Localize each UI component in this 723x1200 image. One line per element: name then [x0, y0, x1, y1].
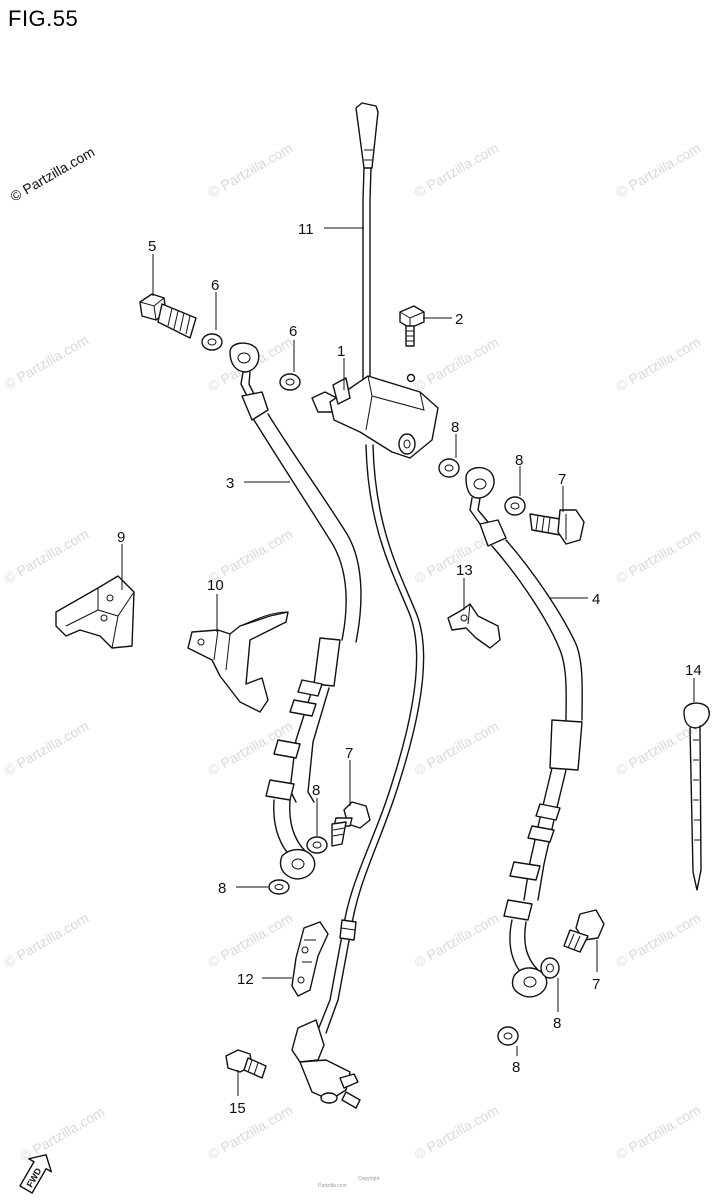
watermark-tile: © Partzilla.com: [614, 140, 704, 201]
callout-15: 15: [229, 1100, 246, 1117]
callout-8: 8: [515, 452, 523, 469]
callout-5: 5: [148, 238, 156, 255]
figure-title: FIG.55: [8, 6, 79, 31]
footer-line-2: Partzilla.com: [318, 1183, 347, 1189]
callout-10: 10: [207, 577, 224, 594]
callout-2: 2: [455, 311, 463, 328]
callout-7: 7: [345, 745, 353, 762]
callout-1: 1: [337, 343, 345, 360]
brake-cable-part-11: [291, 102, 425, 1109]
leader-lines: [121, 227, 695, 1096]
watermark-tile: © Partzilla.com: [2, 718, 92, 779]
watermark-tile: © Partzilla.com: [2, 526, 92, 587]
watermark-tile: © Partzilla.com: [206, 1102, 296, 1163]
footer: Copyright Partzilla.com: [318, 1176, 380, 1189]
callout-11: 11: [298, 221, 314, 238]
brake-hose-part-3: [229, 342, 362, 880]
callout-8: 8: [218, 880, 226, 897]
bracket-part-9: [55, 575, 135, 649]
callout-4: 4: [592, 591, 600, 608]
callout-13: 13: [456, 562, 473, 579]
watermark-tile: © Partzilla.com: [412, 718, 502, 779]
footer-line-1: Copyright: [358, 1176, 380, 1182]
bolt-part-15: [225, 1049, 267, 1079]
watermark-tile: © Partzilla.com: [614, 910, 704, 971]
callout-7: 7: [592, 976, 600, 993]
watermark-tile: © Partzilla.com: [206, 910, 296, 971]
washers: [201, 333, 560, 1046]
watermark-tile: © Partzilla.com: [412, 334, 502, 395]
bolt-part-2: [399, 305, 425, 347]
watermark-tile: © Partzilla.com: [2, 910, 92, 971]
clamp-part-10: [187, 611, 289, 713]
watermark-tile: © Partzilla.com: [412, 910, 502, 971]
watermark-tile: © Partzilla.com: [18, 1104, 108, 1165]
bolts-part-7: [331, 509, 605, 953]
callout-8: 8: [553, 1015, 561, 1032]
callout-14: 14: [685, 662, 702, 679]
watermark-main: © Partzilla.com: [8, 144, 98, 205]
callout-9: 9: [117, 529, 125, 546]
callout-12: 12: [237, 971, 254, 988]
callout-8: 8: [512, 1059, 520, 1076]
watermark-tile: © Partzilla.com: [614, 1102, 704, 1163]
cable-tie-part-14: [683, 702, 710, 891]
watermark-tile: © Partzilla.com: [412, 1102, 502, 1163]
watermark-tile: © Partzilla.com: [206, 140, 296, 201]
clip-part-12: [291, 921, 329, 997]
callout-6: 6: [211, 277, 219, 294]
banjo-bolt-part-5: [139, 293, 197, 339]
brake-hose-part-4: [465, 467, 583, 998]
callout-3: 3: [226, 475, 234, 492]
watermark-tile: © Partzilla.com: [614, 526, 704, 587]
callout-labels: 1 2 3 4 5 6 6 7 7 7 8 8 8 8 8 8 9 10 11 …: [117, 221, 702, 1117]
junction-block-part-1: [311, 373, 439, 459]
watermark-tile: © Partzilla.com: [2, 332, 92, 393]
callout-8: 8: [312, 782, 320, 799]
watermark-tile: © Partzilla.com: [412, 140, 502, 201]
callout-6: 6: [289, 323, 297, 340]
clip-part-13: [447, 603, 501, 649]
watermark-layer: © Partzilla.com © Partzilla.com © Partzi…: [2, 140, 704, 1165]
callout-8: 8: [451, 419, 459, 436]
callout-7: 7: [558, 471, 566, 488]
watermark-tile: © Partzilla.com: [614, 334, 704, 395]
